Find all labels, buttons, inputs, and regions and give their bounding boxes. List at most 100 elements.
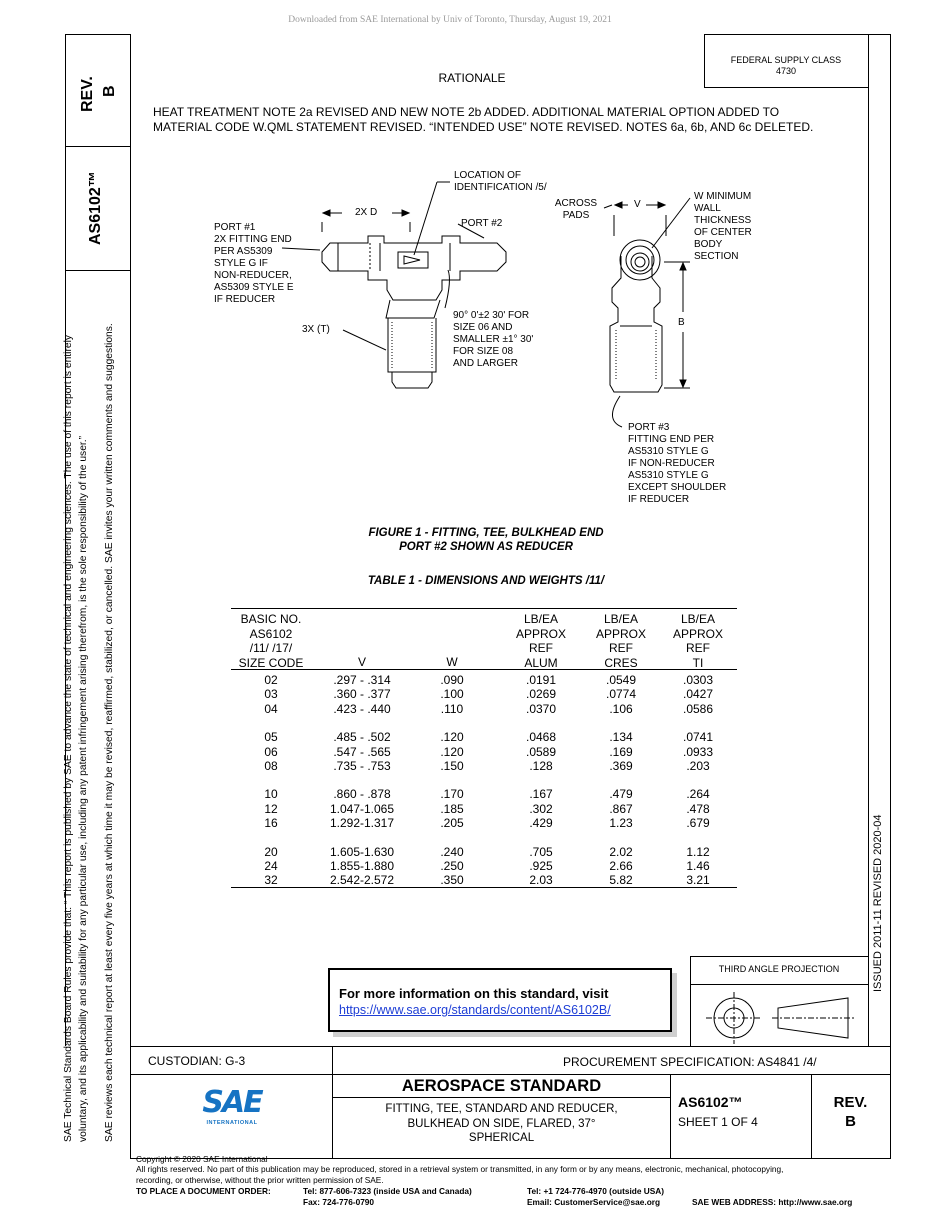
table-cell: 2.542-2.572 [329, 873, 395, 888]
table-cell: .169 [609, 744, 633, 759]
table-cell: 04 [264, 701, 278, 716]
table-cell: .120 [440, 744, 464, 759]
table-header-rule [231, 669, 737, 670]
web-address[interactable]: SAE WEB ADDRESS: http://www.sae.org [692, 1197, 853, 1207]
table-cell: .485 - .502 [333, 730, 391, 745]
table-cell: 32 [264, 873, 278, 888]
frame-right-inner [868, 34, 869, 1046]
info-text: For more information on this standard, v… [339, 986, 609, 1001]
table-row: 04.423 - .440.110.0370.106.0586 [231, 702, 737, 716]
table-cell: .264 [686, 787, 710, 802]
table-cell: .090 [440, 673, 464, 687]
copyright: Copyright © 2020 SAE International [136, 1154, 268, 1164]
table-cell: 05 [264, 730, 278, 745]
figure-caption-1: FIGURE 1 - FITTING, TEE, BULKHEAD END [368, 527, 604, 539]
table-cell: .0933 [682, 744, 714, 759]
table-cell: .429 [529, 816, 553, 830]
table-top-rule [231, 608, 737, 609]
table-cell: .479 [609, 787, 633, 802]
table-cell: .867 [609, 801, 633, 816]
table-cell: 02 [264, 673, 278, 687]
label-3x-t: 3X (T) [302, 324, 330, 335]
table-cell: .679 [686, 816, 710, 830]
projection-label: THIRD ANGLE PROJECTION [718, 964, 840, 974]
rationale-title: RATIONALE [438, 71, 506, 85]
table-cell: .0468 [525, 730, 557, 745]
tb-doc-no: AS6102™ [678, 1094, 743, 1110]
frame-top-left [65, 34, 130, 35]
tb-title-divider [670, 1074, 671, 1158]
table-cell: .0191 [525, 673, 557, 687]
tel-us: Tel: 877-606-7323 (inside USA and Canada… [303, 1186, 472, 1196]
table-cell: .128 [529, 758, 553, 773]
table-cell: 2.66 [609, 858, 633, 873]
table-cell: .0741 [682, 730, 714, 745]
projection-divider [690, 984, 868, 985]
table-cell: 1.047-1.065 [329, 801, 395, 816]
fsc-line2: 4730 [775, 66, 797, 76]
table-cell: .547 - .565 [333, 744, 391, 759]
table-cell: .0774 [605, 687, 637, 702]
table-cell: .350 [440, 873, 464, 888]
tb-rev-label: REV. [833, 1094, 868, 1111]
email: Email: CustomerService@sae.org [527, 1197, 661, 1207]
sae-logo: SAE INTERNATIONAL [202, 1085, 263, 1127]
table-bottom-rule [231, 887, 737, 888]
rights-line2: recording, or otherwise, without the pri… [136, 1175, 384, 1185]
doc-title-1: FITTING, TEE, STANDARD AND REDUCER, [385, 1103, 618, 1115]
table-cell: .100 [440, 687, 464, 702]
standard-link[interactable]: https://www.sae.org/standards/content/AS… [339, 1003, 611, 1017]
table-cell: .0303 [682, 673, 714, 687]
tb-logo-divider [332, 1074, 333, 1158]
table-cell: 08 [264, 758, 278, 773]
tb-row2 [130, 1074, 891, 1075]
table-cell: .735 - .753 [333, 758, 391, 773]
table-cell: 1.46 [686, 858, 710, 873]
table-cell: .297 - .314 [333, 673, 391, 687]
table-cell: 1.292-1.317 [329, 816, 395, 830]
label-port2: PORT #2 [461, 218, 503, 229]
tb-stdtype-rule [333, 1097, 670, 1098]
table-cell: 06 [264, 744, 278, 759]
fsc-line1: FEDERAL SUPPLY CLASS [730, 55, 842, 65]
table-cell: .0589 [525, 744, 557, 759]
header-v: V [357, 655, 366, 669]
download-banner: Downloaded from SAE International by Uni… [288, 15, 612, 25]
tb-row1-divider [332, 1046, 333, 1074]
custodian: CUSTODIAN: G-3 [148, 1054, 246, 1068]
procurement-spec: PROCUREMENT SPECIFICATION: AS4841 /4/ [563, 1055, 817, 1069]
tb-bottom [130, 1158, 891, 1159]
doc-title-3: SPHERICAL [468, 1132, 535, 1144]
table-cell: .240 [440, 844, 464, 859]
table-cell: .925 [529, 858, 553, 873]
tb-top [130, 1046, 891, 1047]
table-row: 03.360 - .377.100.0269.0774.0427 [231, 687, 737, 701]
table-row: 10.860 - .878.170.167.479.264 [231, 787, 737, 801]
table-cell: .134 [609, 730, 633, 745]
rationale-line2: MATERIAL CODE W.QML STATEMENT REVISED. “… [153, 120, 814, 134]
table-cell: .106 [609, 701, 633, 716]
table-cell: .167 [529, 787, 553, 802]
table-cell: .705 [529, 844, 553, 859]
table-cell: 5.82 [609, 873, 633, 888]
table-row: 02.297 - .314.090.0191.0549.0303 [231, 673, 737, 687]
projection-symbol-icon [706, 992, 854, 1044]
table-cell: .150 [440, 758, 464, 773]
frame-inner-left [130, 34, 131, 1159]
fax: Fax: 724-776-0790 [303, 1197, 375, 1207]
sheet-number: SHEET 1 OF 4 [678, 1115, 758, 1129]
table-cell: 2.02 [609, 844, 633, 859]
table-cell: .0269 [525, 687, 557, 702]
table-cell: 1.605-1.630 [329, 844, 395, 859]
table-cell: .302 [529, 801, 553, 816]
table-cell: 16 [264, 816, 278, 830]
